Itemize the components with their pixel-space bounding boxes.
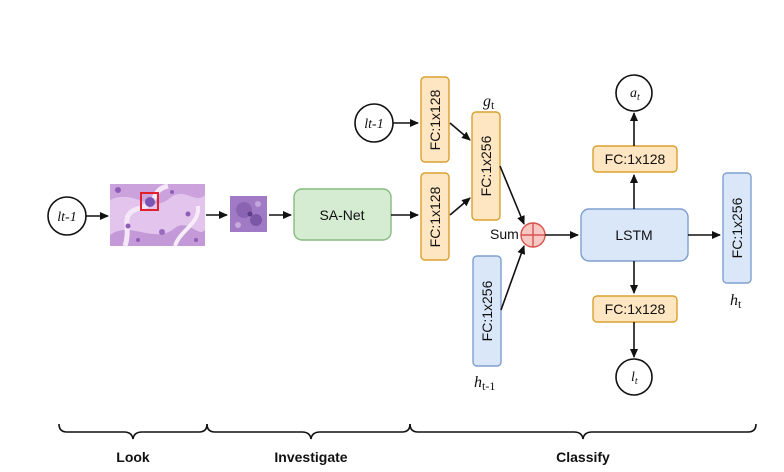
input-location-node-left: lt-1 — [47, 196, 87, 236]
fc-layer-256-h: FC:1x256 — [472, 255, 502, 367]
action-symbol: at — [630, 86, 640, 103]
stage-brace-investigate: Investigate — [206, 423, 411, 465]
location-symbol: lt — [631, 370, 638, 387]
cropped-patch-image — [230, 196, 267, 232]
arrow-fctop-to-fc256 — [449, 122, 471, 141]
fc-output-label: FC:1x256 — [729, 197, 745, 258]
fc-layer-top: FC:1x128 — [420, 76, 450, 163]
fc-location-label: FC:1x128 — [605, 301, 666, 317]
fc-mid-label: FC:1x128 — [427, 186, 443, 247]
arrow-fcmid-to-fc256 — [449, 197, 471, 216]
fc-layer-location: FC:1x128 — [592, 295, 678, 323]
attention-box — [140, 192, 159, 211]
fc-256-g-label: FC:1x256 — [478, 135, 494, 196]
location-label-left: lt-1 — [57, 210, 76, 225]
arrow-g-to-sum — [499, 165, 525, 225]
histology-image — [110, 183, 205, 247]
stage-brace-classify: Classify — [409, 423, 757, 465]
lstm-label: LSTM — [615, 227, 652, 243]
fc-layer-action: FC:1x128 — [592, 145, 678, 173]
g-t-symbol: gt — [483, 93, 495, 112]
h-prev-symbol: ht-1 — [474, 374, 495, 393]
sum-label: Sum — [490, 226, 519, 242]
fc-layer-256-g: FC:1x256 — [471, 111, 501, 221]
stage-label-look: Look — [116, 449, 150, 465]
lstm-block: LSTM — [580, 208, 689, 262]
input-location-node-top: lt-1 — [354, 103, 394, 143]
h-t-symbol: ht — [730, 292, 742, 311]
fc-256-h-label: FC:1x256 — [479, 280, 495, 341]
sa-net-block: SA-Net — [293, 188, 392, 241]
location-output-node: lt — [615, 358, 653, 396]
action-output-node: at — [615, 74, 653, 112]
fc-action-label: FC:1x128 — [605, 151, 666, 167]
fc-top-label: FC:1x128 — [427, 89, 443, 150]
fc-layer-mid: FC:1x128 — [420, 172, 450, 261]
sum-icon — [520, 222, 546, 248]
location-label-top: lt-1 — [364, 117, 383, 132]
arrow-h-to-sum — [500, 245, 526, 311]
fc-layer-output: FC:1x256 — [722, 172, 752, 284]
sa-net-label: SA-Net — [319, 207, 364, 223]
stage-label-investigate: Investigate — [274, 449, 347, 465]
stage-brace-look: Look — [58, 423, 208, 465]
stage-label-classify: Classify — [556, 449, 610, 465]
